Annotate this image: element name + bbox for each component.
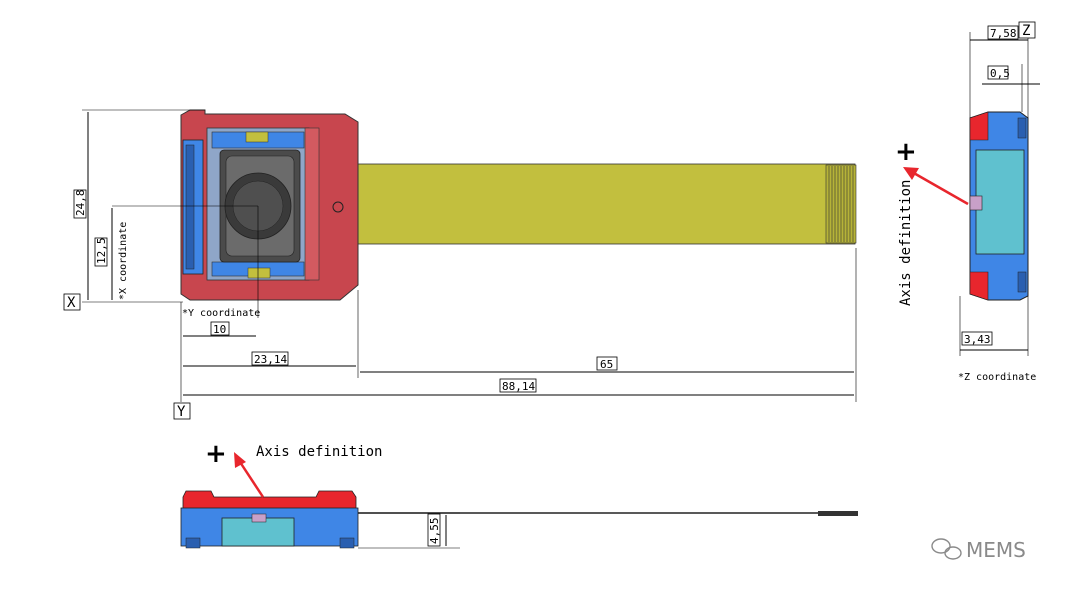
side-view-bottom xyxy=(180,490,858,549)
axis-y-label: Y xyxy=(177,404,186,420)
dim-height-total: 24,8 xyxy=(74,190,87,217)
arrow-icon-bottom xyxy=(234,452,246,468)
side-view-bottom-dimensions: 4,55 xyxy=(358,512,460,549)
axis-x-box xyxy=(63,293,81,311)
note-x-coordinate: *X coordinate xyxy=(118,222,129,300)
axis-definition-right-label: Axis definition xyxy=(898,180,914,306)
axis-x-label: X xyxy=(67,295,76,311)
plus-icon-bottom: + xyxy=(205,439,227,469)
watermark: MEMS xyxy=(931,538,1026,562)
dim-side-height: 4,55 xyxy=(428,518,441,545)
arrow-icon xyxy=(903,167,919,180)
axis-z-label: Z xyxy=(1022,23,1030,39)
top-view xyxy=(112,109,857,318)
dim-y-coordinate: 10 xyxy=(213,323,226,336)
side-view-right xyxy=(969,111,1029,301)
module-housing xyxy=(180,109,359,301)
axis-definition-right: + Axis definition xyxy=(895,137,969,306)
top-view-dimensions: 24,8 12,5 *X coordinate X *Y coordinate … xyxy=(63,109,857,420)
note-y-coordinate: *Y coordinate xyxy=(182,308,260,319)
dim-z-offset: 0,5 xyxy=(990,67,1010,80)
dim-length-flex: 65 xyxy=(600,358,613,371)
side-view-right-dimensions: 7,58 Z 0,5 3,43 *Z coordinate xyxy=(958,21,1040,383)
axis-y-box xyxy=(173,402,191,420)
axis-definition-bottom: + Axis definition xyxy=(205,439,382,498)
dim-z-coordinate: 3,43 xyxy=(964,333,991,346)
plus-icon-right: + xyxy=(895,137,917,167)
note-z-coordinate: *Z coordinate xyxy=(958,372,1036,383)
dim-thickness-z: 7,58 xyxy=(990,27,1017,40)
wechat-icon xyxy=(931,538,962,560)
dim-length-body: 23,14 xyxy=(254,353,287,366)
axis-z-box xyxy=(1018,21,1036,39)
axis-definition-bottom-label: Axis definition xyxy=(256,444,382,460)
dim-x-coordinate: 12,5 xyxy=(95,238,108,265)
flex-cable xyxy=(357,163,857,245)
watermark-text: MEMS xyxy=(966,538,1026,562)
dim-length-total: 88,14 xyxy=(502,380,535,393)
